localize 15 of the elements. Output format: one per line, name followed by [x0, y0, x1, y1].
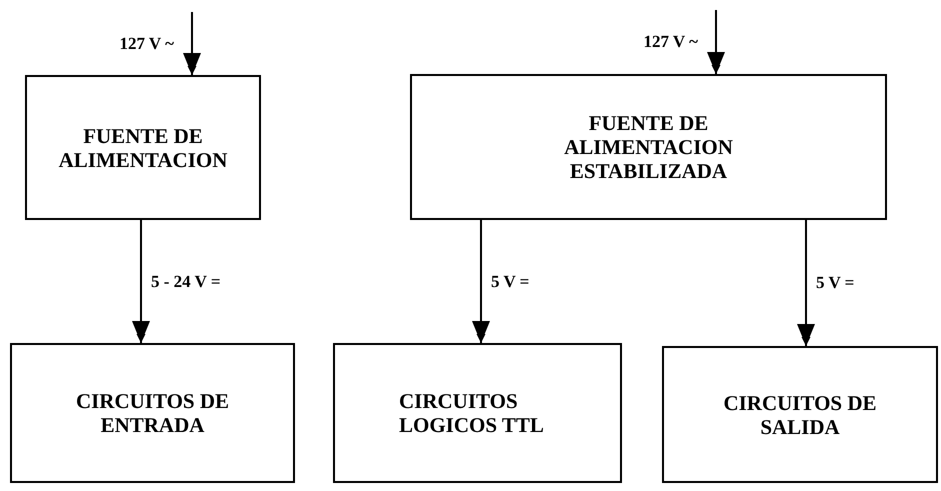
- process-box: [333, 343, 622, 483]
- process-box: [25, 75, 261, 220]
- process-box: [662, 346, 938, 483]
- arrow: [472, 220, 490, 343]
- box-label: CIRCUITOS DE SALIDA: [722, 390, 878, 438]
- box-label: FUENTE DE ALIMENTACION ESTABILIZADA: [563, 111, 734, 183]
- arrow: [707, 10, 725, 74]
- arrow: [132, 220, 150, 343]
- box-label: FUENTE DE ALIMENTACION: [58, 124, 228, 172]
- arrow: [797, 220, 815, 346]
- process-box: [410, 74, 887, 220]
- process-box: [10, 343, 295, 483]
- box-label: CIRCUITOS DE ENTRADA: [74, 389, 230, 437]
- box-label: CIRCUITOS LOGICOS TTL: [399, 389, 545, 437]
- arrow: [183, 12, 201, 75]
